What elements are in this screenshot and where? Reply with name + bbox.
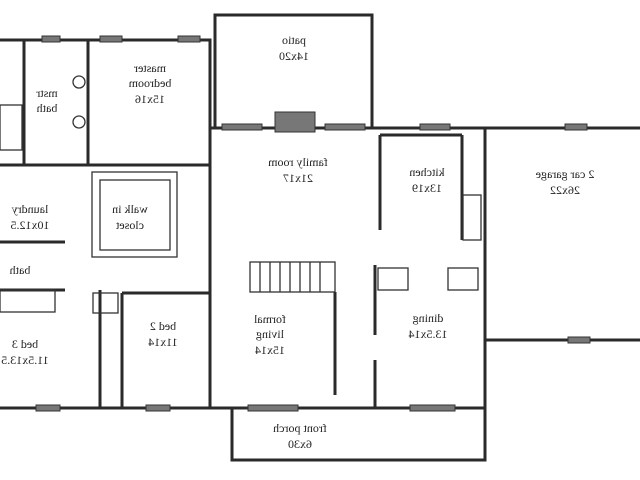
patio-size: 14x20 (279, 49, 309, 63)
garage-label: 2 car garage (536, 167, 595, 181)
kitchen-label: kitchen (409, 165, 444, 179)
formal-living-label: formal (253, 312, 286, 326)
patio-label: patio (282, 33, 306, 47)
dining-size: 13.5x14 (409, 327, 448, 341)
bed3-label: bed 3 (12, 337, 38, 351)
formal-living-size: 15x14 (255, 343, 285, 357)
walls (0, 13, 640, 462)
laundry-label: laundry (12, 202, 49, 216)
windows (35, 35, 591, 412)
bed3-size: 11.5x13.5 (1, 353, 49, 367)
kitchen-size: 13x19 (412, 181, 442, 195)
family-room-label: family room (268, 155, 328, 169)
room-labels: patio 14x20 master bedroom 15x16 mstr ba… (1, 33, 594, 451)
garage-size: 26x22 (550, 183, 580, 197)
front-porch-label: front porch (273, 421, 327, 435)
walk-in-closet-label-2: closet (115, 218, 144, 232)
bed2-label: bed 2 (150, 319, 176, 333)
family-room-size: 21x17 (283, 171, 313, 185)
dining-label: dining (413, 311, 444, 325)
fixtures (0, 75, 482, 314)
master-bedroom-label-2: bedroom (128, 76, 171, 90)
bed2-size: 11x14 (148, 335, 178, 349)
laundry-size: 10x12.5 (11, 218, 50, 232)
master-bedroom-label: master (134, 61, 166, 75)
formal-living-label-2: living (256, 327, 284, 341)
front-porch-size: 6x30 (288, 437, 312, 451)
mstr-bath-label: mstr (36, 86, 57, 100)
walk-in-closet-label: walk in (112, 202, 148, 216)
bath-label: bath (10, 263, 31, 277)
mstr-bath-label-2: bath (37, 101, 58, 115)
master-bedroom-size: 15x16 (135, 92, 165, 106)
